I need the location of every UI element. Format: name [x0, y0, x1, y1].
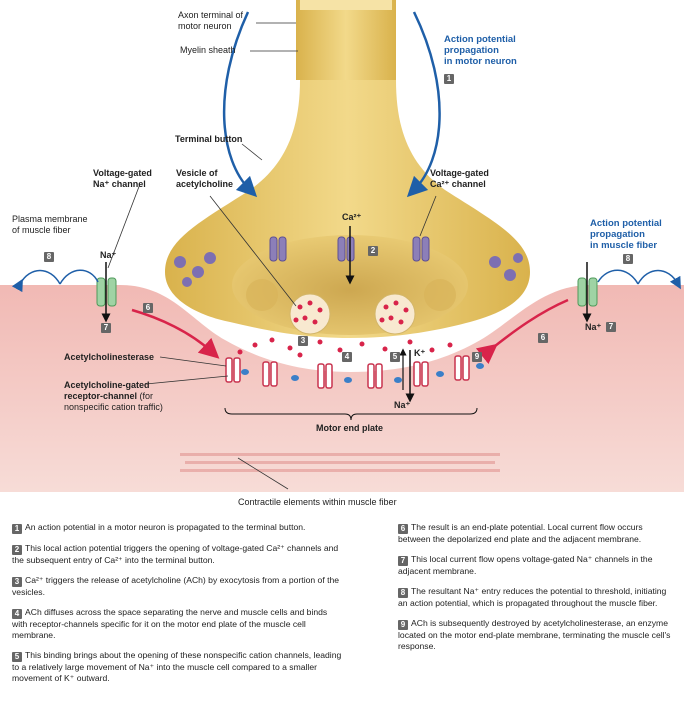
badge-3: 3	[298, 336, 308, 346]
label-ca-ion: Ca²⁺	[342, 212, 361, 223]
step-number: 3	[12, 577, 22, 587]
badge-7-right: 7	[606, 322, 616, 332]
step-text: ACh is subsequently destroyed by acetylc…	[398, 618, 670, 651]
label-vg-na-channel: Voltage-gated Na⁺ channel	[93, 168, 152, 190]
label-axon-terminal: Axon terminal of motor neuron	[178, 10, 243, 32]
step-number: 6	[398, 524, 408, 534]
step-text: An action potential in a motor neuron is…	[25, 522, 305, 532]
label-acetylcholinesterase: Acetylcholinesterase	[64, 352, 154, 363]
badge-8-right: 8	[623, 254, 633, 264]
label-na-ion-left: Na⁺	[100, 250, 116, 261]
step-text: This local action potential triggers the…	[12, 543, 338, 565]
label-contractile-elements: Contractile elements within muscle fiber	[238, 497, 397, 508]
label-vg-ca-channel: Voltage-gated Ca²⁺ channel	[430, 168, 489, 190]
badge-9: 9	[472, 352, 482, 362]
badge-6-right: 6	[538, 333, 548, 343]
label-terminal-button: Terminal button	[175, 134, 242, 145]
step-text: The resultant Na⁺ entry reduces the pote…	[398, 586, 666, 608]
step-number: 7	[398, 556, 408, 566]
label-vesicle: Vesicle of acetylcholine	[176, 168, 233, 190]
badge-1: 1	[444, 74, 454, 84]
badge-7-left: 7	[101, 323, 111, 333]
label-k-ion: K⁺	[414, 348, 425, 359]
label-motor-end-plate: Motor end plate	[316, 423, 383, 434]
myelin-sheath	[296, 0, 396, 80]
step-text: Ca²⁺ triggers the release of acetylcholi…	[12, 575, 339, 597]
contractile-elements	[180, 453, 500, 472]
step-number: 5	[12, 652, 22, 662]
step-number: 4	[12, 609, 22, 619]
label-na-ion-bottom: Na⁺	[394, 400, 410, 411]
badge-6-left: 6	[143, 303, 153, 313]
step-number: 9	[398, 620, 408, 630]
badge-4: 4	[342, 352, 352, 362]
step-text: This binding brings about the opening of…	[12, 650, 341, 683]
step-number: 8	[398, 588, 408, 598]
step-text: ACh diffuses across the space separating…	[12, 607, 327, 640]
badge-8-left: 8	[44, 252, 54, 262]
badge-5: 5	[390, 352, 400, 362]
step-number: 2	[12, 545, 22, 555]
ap-neuron-arrow-left	[224, 12, 250, 190]
label-na-ion-right: Na⁺	[585, 322, 601, 333]
neuromuscular-junction-diagram: Axon terminal of motor neuron Myelin she…	[0, 0, 684, 515]
badge-2: 2	[368, 246, 378, 256]
step-text: This local current flow opens voltage-ga…	[398, 554, 652, 576]
label-ap-muscle: Action potential propagation in muscle f…	[590, 218, 662, 251]
step-number: 1	[12, 524, 22, 534]
label-ap-neuron: Action potential propagation in motor ne…	[444, 34, 517, 67]
label-myelin-sheath: Myelin sheath	[180, 45, 236, 56]
step-text: The result is an end-plate potential. Lo…	[398, 522, 643, 544]
label-plasma-membrane: Plasma membrane of muscle fiber	[12, 214, 88, 236]
label-receptor-channel: Acetylcholine-gated receptor-channel (fo…	[64, 380, 163, 413]
